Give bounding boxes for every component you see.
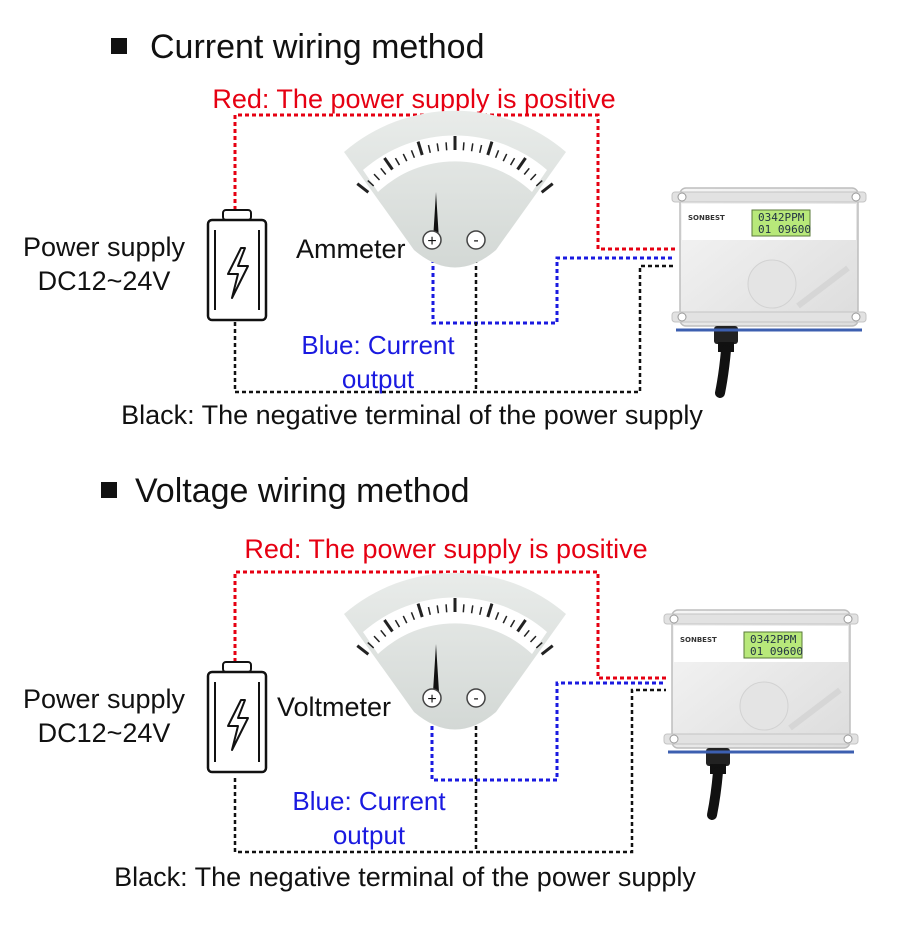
section-title: Current wiring method — [150, 28, 484, 66]
meter-scale-tick — [523, 167, 530, 175]
meter-scale-tick — [367, 641, 375, 649]
red-wire-label: Red: The power supply is positive — [244, 534, 647, 564]
power-supply-label: Power supply — [23, 232, 186, 262]
meter-scale-tick — [383, 619, 394, 633]
meter-label: Voltmeter — [277, 692, 391, 722]
meter-scale-tick — [394, 619, 401, 628]
meter-scale-tick — [535, 179, 543, 187]
meter-scale-tick — [462, 142, 465, 151]
meter-scale-tick — [540, 644, 554, 656]
meter-scale-tick — [380, 167, 387, 175]
red-wire-label: Red: The power supply is positive — [212, 84, 615, 114]
black-wire-label: Black: The negative terminal of the powe… — [121, 400, 703, 430]
sensor-device: SONBEST 0342PPM 01 09600 — [672, 188, 866, 393]
meter-scale-tick — [516, 157, 527, 171]
plus-terminal — [422, 230, 442, 250]
sensor-device: SONBEST 0342PPM 01 09600 — [664, 610, 858, 815]
meter-scale-tick — [479, 144, 483, 153]
blue-wire-label-line1: Blue: Current — [301, 330, 455, 360]
meter-scale-tick — [529, 635, 537, 643]
meter-scale-tick — [402, 153, 408, 162]
power-supply-label: Power supply — [23, 684, 186, 714]
meter-scale-tick — [410, 150, 416, 159]
device-brand: SONBEST — [688, 214, 725, 222]
meter-scale-tick — [427, 144, 431, 153]
meter-label: Ammeter — [296, 234, 406, 264]
meter-scale-tick — [494, 150, 500, 159]
meter-scale-tick — [380, 629, 387, 637]
plus-label: + — [427, 233, 436, 250]
plus-terminal — [422, 688, 442, 708]
power-voltage-label: DC12~24V — [38, 718, 171, 748]
meter-scale-tick — [509, 157, 516, 166]
meter-scale-tick — [394, 157, 401, 166]
bullet-square-icon — [101, 482, 117, 498]
meter-scale-tick — [509, 619, 516, 628]
meter-scale-tick — [535, 641, 543, 649]
plus-label: + — [427, 691, 436, 708]
bullet-square-icon — [111, 38, 127, 54]
section-current-wiring: Current wiring method Red: The power sup… — [23, 28, 866, 430]
black-wire — [233, 264, 675, 394]
meter-scale-tick — [470, 143, 474, 152]
meter-scale-tick — [427, 606, 431, 615]
meter-scale-tick — [479, 606, 483, 615]
ammeter-icon — [343, 109, 567, 269]
power-voltage-label: DC12~24V — [38, 266, 171, 296]
lcd-line-2: 01 09600 — [758, 223, 811, 236]
minus-terminal — [466, 688, 486, 708]
meter-scale-tick — [502, 615, 508, 624]
lcd-line-1: 0342PPM — [758, 211, 805, 224]
section-title: Voltage wiring method — [135, 472, 470, 510]
meter-scale-tick — [383, 157, 394, 171]
minus-label: - — [473, 690, 478, 707]
meter-scale-tick — [402, 615, 408, 624]
meter-scale-tick — [502, 153, 508, 162]
battery-icon — [206, 208, 268, 322]
meter-scale-tick — [445, 142, 448, 151]
minus-label: - — [473, 232, 478, 249]
lcd-line-1: 0342PPM — [750, 633, 797, 646]
blue-wire-label-line2: output — [342, 364, 415, 394]
blue-wire-label-line1: Blue: Current — [292, 786, 446, 816]
red-wire — [233, 113, 675, 251]
blue-wire — [431, 245, 675, 325]
section-voltage-wiring: Voltage wiring method Red: The power sup… — [23, 472, 858, 892]
meter-scale-tick — [373, 173, 381, 181]
black-wire-label: Black: The negative terminal of the powe… — [114, 862, 696, 892]
meter-scale-tick — [445, 604, 448, 613]
blue-wire-label-line2: output — [333, 820, 406, 850]
meter-scale-tick — [462, 604, 465, 613]
meter-scale-tick — [356, 182, 370, 194]
meter-scale-tick — [486, 603, 494, 618]
meter-scale-tick — [356, 644, 370, 656]
blue-wire — [430, 681, 666, 782]
red-wire — [233, 570, 666, 680]
device-brand: SONBEST — [680, 636, 717, 644]
meter-scale-tick — [540, 182, 554, 194]
meter-scale-tick — [416, 141, 424, 156]
voltmeter-icon — [343, 571, 567, 731]
meter-scale-tick — [470, 605, 474, 614]
battery-icon — [206, 660, 268, 774]
meter-scale-tick — [494, 612, 500, 621]
meter-scale-tick — [523, 629, 530, 637]
minus-terminal — [466, 230, 486, 250]
meter-scale-tick — [367, 179, 375, 187]
meter-scale-tick — [436, 143, 440, 152]
meter-scale-tick — [373, 635, 381, 643]
meter-scale-tick — [410, 612, 416, 621]
black-wire — [233, 688, 666, 854]
meter-scale-tick — [486, 141, 494, 156]
meter-scale-tick — [529, 173, 537, 181]
meter-scale-tick — [416, 603, 424, 618]
meter-scale-tick — [436, 605, 440, 614]
meter-scale-tick — [516, 619, 527, 633]
lcd-line-2: 01 09600 — [750, 645, 803, 658]
